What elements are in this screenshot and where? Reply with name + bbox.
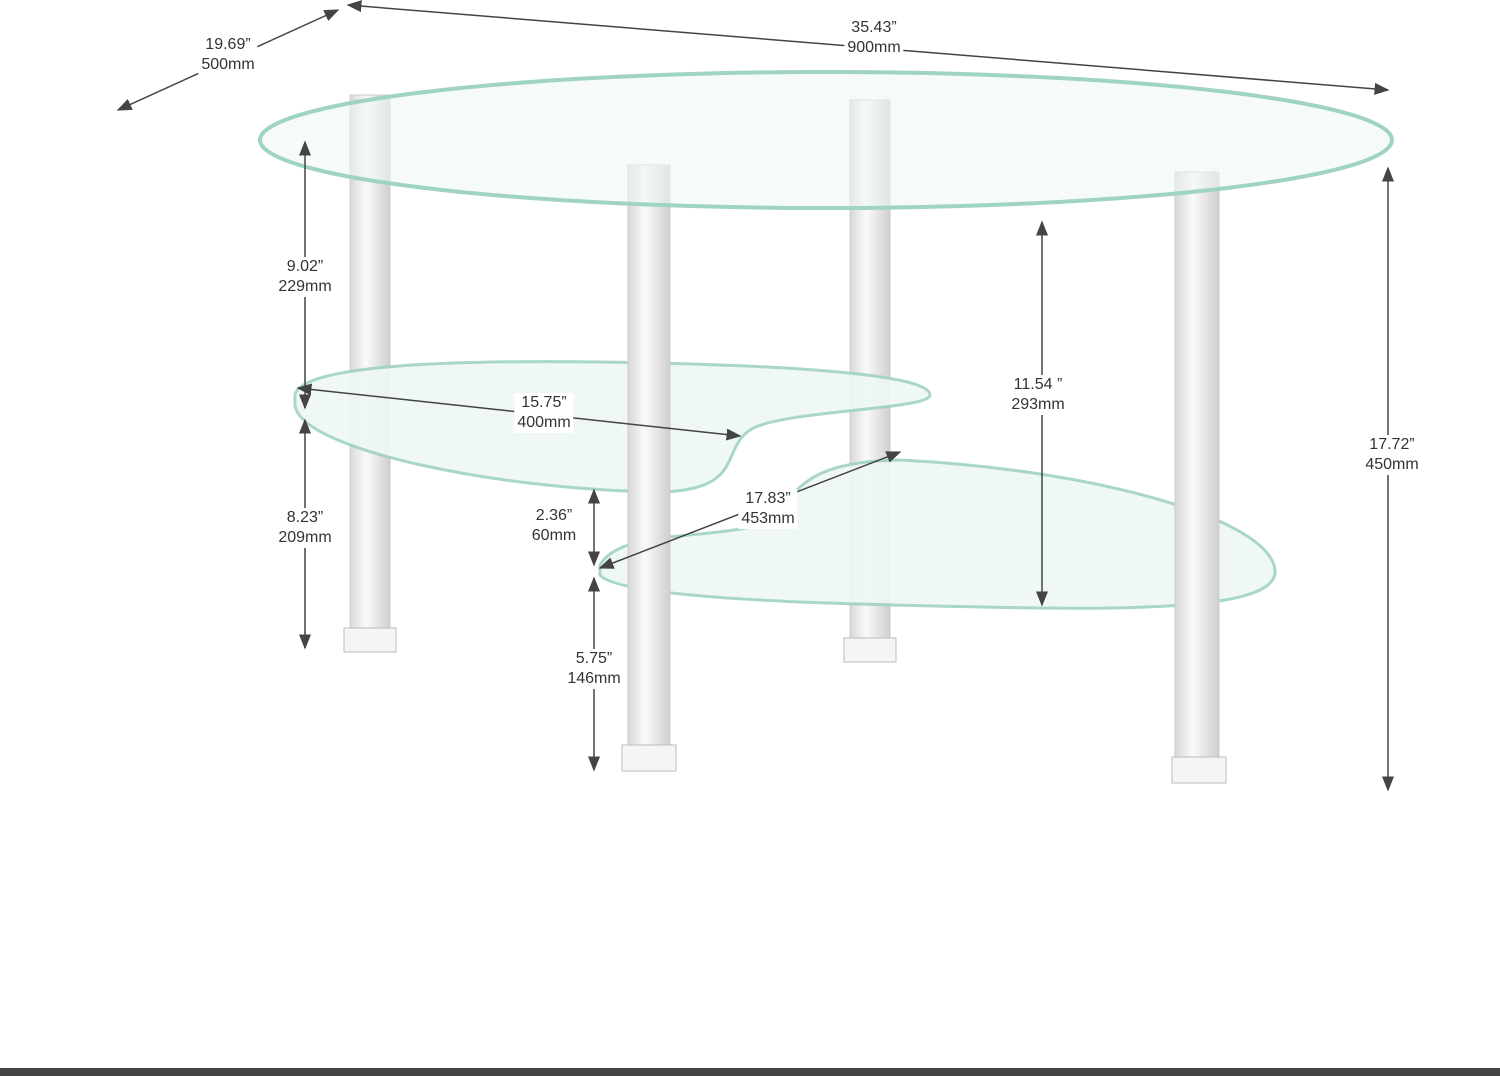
top-gap-label: 9.02”229mm — [275, 257, 335, 297]
middle-shelf-width-label: 15.75”400mm — [514, 393, 574, 433]
total-height-label: 17.72”450mm — [1362, 435, 1422, 475]
leg-front-right — [1174, 171, 1220, 783]
bottom-shelf-width-label: 17.83”453mm — [738, 489, 798, 529]
depth-label: 19.69”500mm — [198, 35, 258, 75]
bottom-clearance-label: 5.75”146mm — [564, 649, 624, 689]
top-glass — [258, 70, 1394, 210]
width-label: 35.43”900mm — [844, 18, 904, 58]
shelf-offset-label: 2.36”60mm — [528, 506, 580, 546]
bottom-bar — [0, 1068, 1500, 1076]
top-to-bottom-shelf-label: 11.54 ”293mm — [1008, 375, 1068, 415]
leg-front-left — [627, 164, 671, 771]
middle-height-label: 8.23”209mm — [275, 508, 335, 548]
